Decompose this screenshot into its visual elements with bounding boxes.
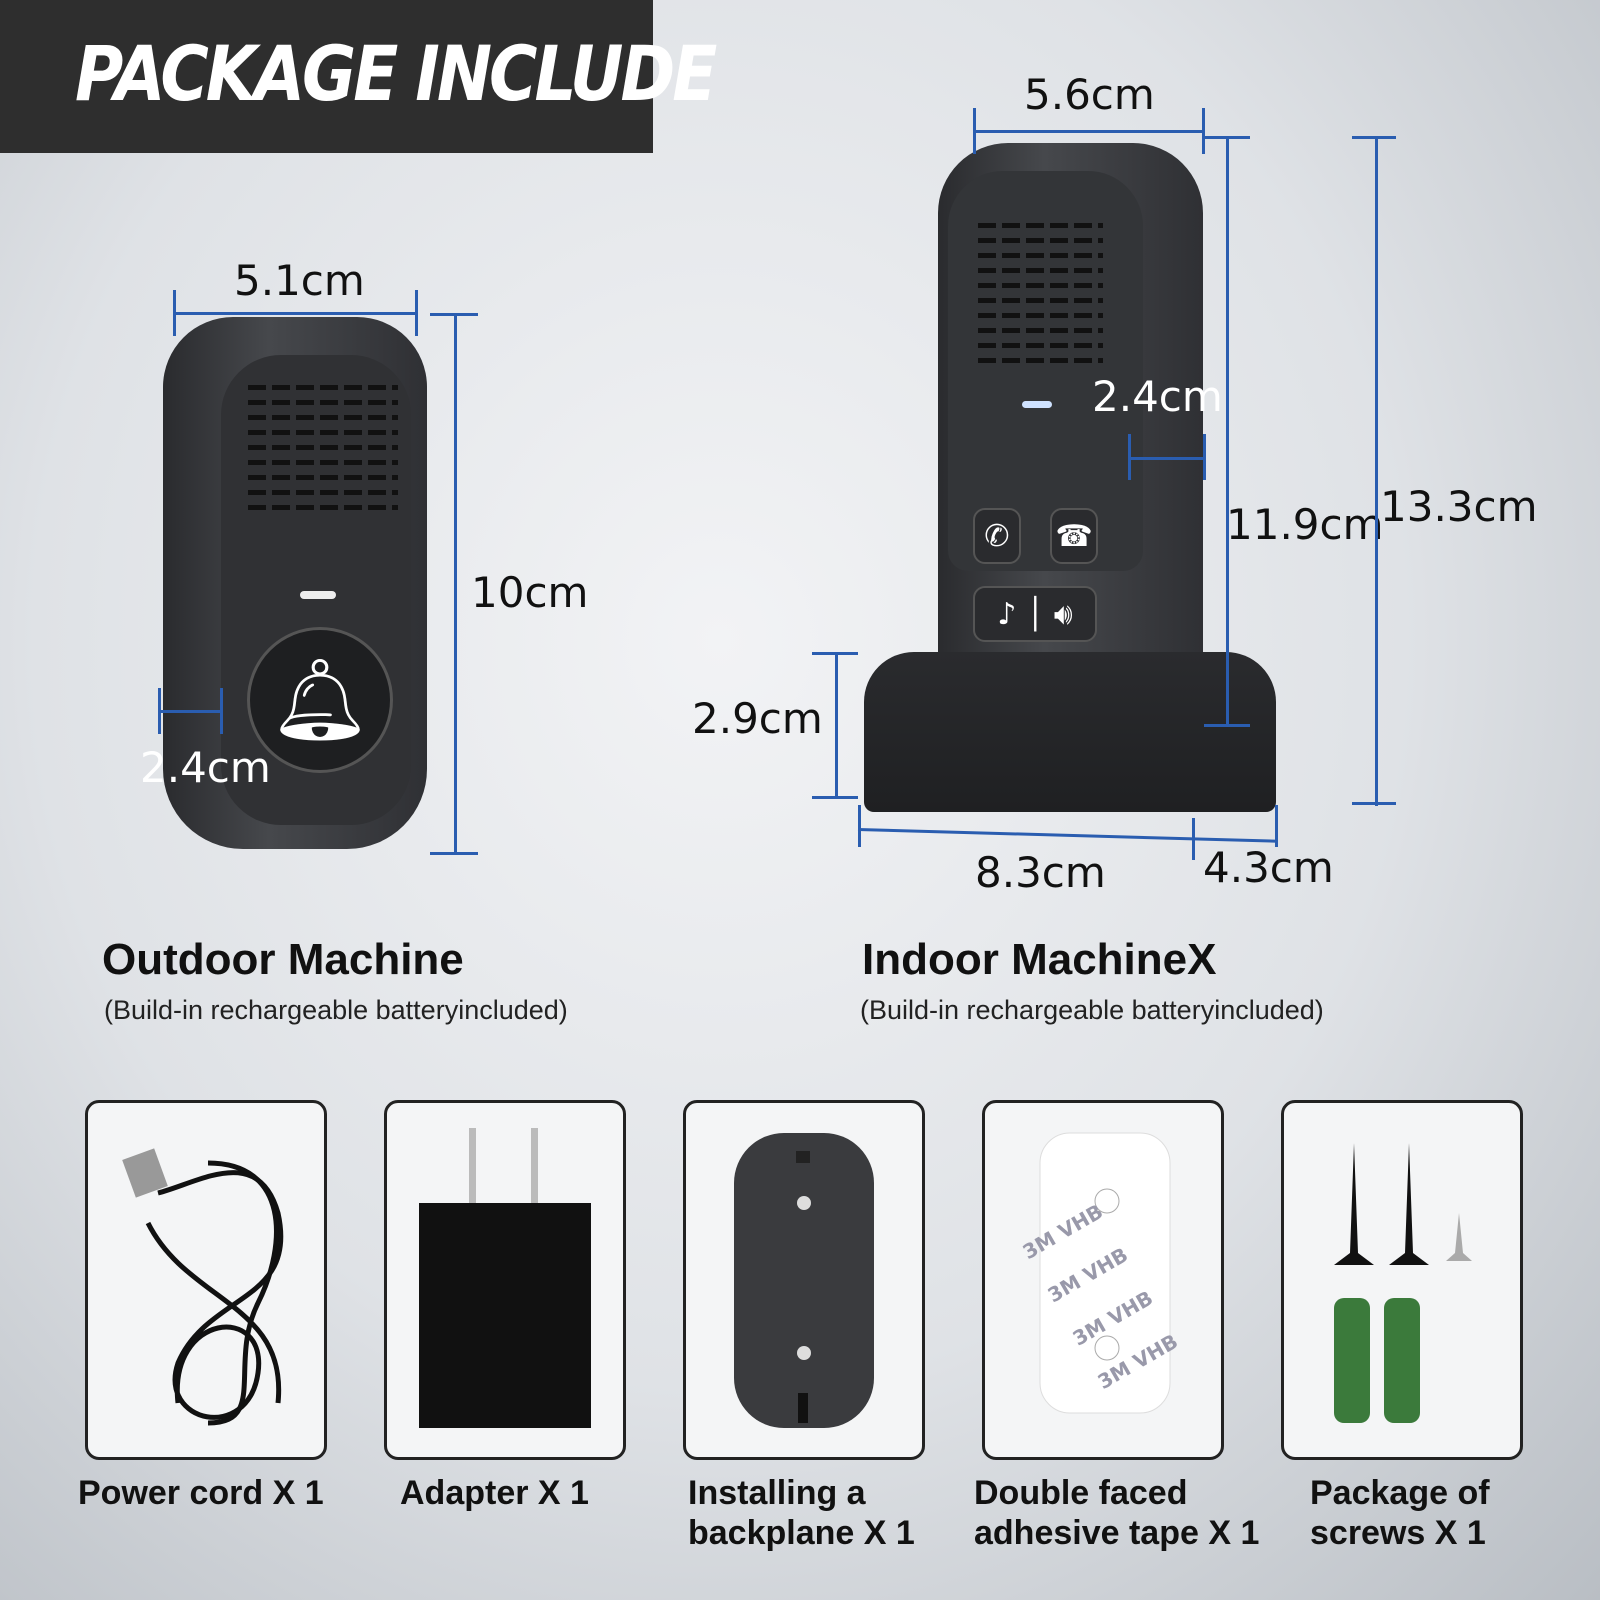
- indoor-subtitle: (Build-in rechargeable batteryincluded): [860, 995, 1324, 1025]
- music-note-icon: ♪: [997, 596, 1017, 632]
- base-depth-label: 4.3cm: [1203, 843, 1334, 892]
- outdoor-machine-image: 🔔︎: [163, 317, 427, 849]
- base-height-label: 2.9cm: [692, 694, 823, 743]
- base-width-label: 8.3cm: [975, 848, 1106, 897]
- adapter-box: [384, 1100, 626, 1460]
- power-adapter-icon: [419, 1128, 591, 1428]
- banner-title: PACKAGE INCLUDE: [75, 30, 717, 119]
- outdoor-depth-label: 2.4cm: [140, 743, 271, 792]
- outdoor-title: Outdoor Machine: [102, 935, 464, 984]
- backplane-box: [683, 1100, 925, 1460]
- adapter-label: Adapter X 1: [400, 1474, 589, 1512]
- music-volume-button: ♪ │ 🔊︎: [973, 586, 1097, 642]
- hangup-button: ☎: [1050, 508, 1098, 564]
- screws-box: [1281, 1100, 1523, 1460]
- outdoor-subtitle: (Build-in rechargeable batteryincluded): [104, 995, 568, 1025]
- outdoor-height-label: 10cm: [471, 568, 589, 617]
- indoor-title: Indoor MachineX: [862, 935, 1217, 984]
- backplane-icon: [734, 1133, 874, 1428]
- indoor-depth-label: 2.4cm: [1092, 372, 1223, 421]
- indoor-device-height-label: 11.9cm: [1226, 500, 1384, 549]
- header-banner: [0, 0, 653, 153]
- outdoor-width-label: 5.1cm: [234, 256, 365, 305]
- speaker-icon: 🔊︎: [1053, 596, 1073, 632]
- indoor-total-height-label: 13.3cm: [1380, 482, 1538, 531]
- hangup-icon: ☎: [1055, 518, 1093, 554]
- charging-base-image: [864, 652, 1276, 812]
- phone-icon: ✆: [984, 518, 1010, 554]
- screws-label: Package of screws X 1: [1310, 1474, 1490, 1552]
- adhesive-tape-label: Double faced adhesive tape X 1: [974, 1474, 1260, 1552]
- screws-icon: [1334, 1143, 1472, 1423]
- power-cord-box: [85, 1100, 327, 1460]
- usb-cable-icon: [122, 1148, 284, 1426]
- power-cord-label: Power cord X 1: [78, 1474, 324, 1512]
- indoor-width-label: 5.6cm: [1024, 70, 1155, 119]
- backplane-label: Installing a backplane X 1: [688, 1474, 915, 1552]
- bell-button: 🔔︎: [247, 627, 393, 773]
- bell-icon: 🔔︎: [269, 653, 371, 746]
- call-button: ✆: [973, 508, 1021, 564]
- indoor-machine-image: ✆ ☎ ♪ │ 🔊︎: [938, 143, 1203, 703]
